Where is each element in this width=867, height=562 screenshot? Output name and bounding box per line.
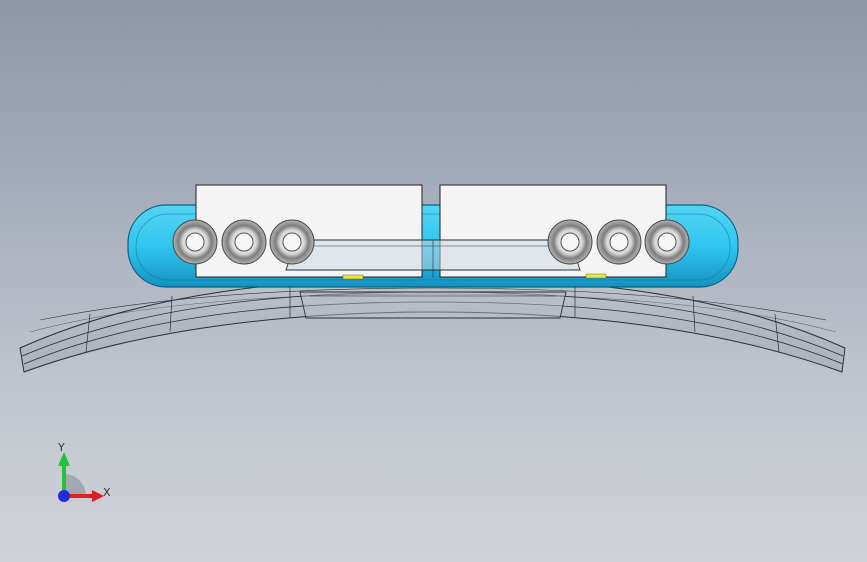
bushing-left-1	[172, 219, 218, 265]
bushing-left-3	[269, 219, 315, 265]
bushing-right-2	[596, 219, 642, 265]
bushing-left-2	[221, 219, 267, 265]
triad-y-label: Y	[58, 441, 65, 454]
left-marker	[342, 274, 364, 280]
triad-x-label: X	[103, 486, 111, 499]
bushing-right-1	[547, 219, 593, 265]
bushing-right-3	[644, 219, 690, 265]
right-marker	[585, 273, 607, 279]
curved-rail	[19, 277, 846, 373]
coordinate-triad-icon	[58, 452, 104, 502]
